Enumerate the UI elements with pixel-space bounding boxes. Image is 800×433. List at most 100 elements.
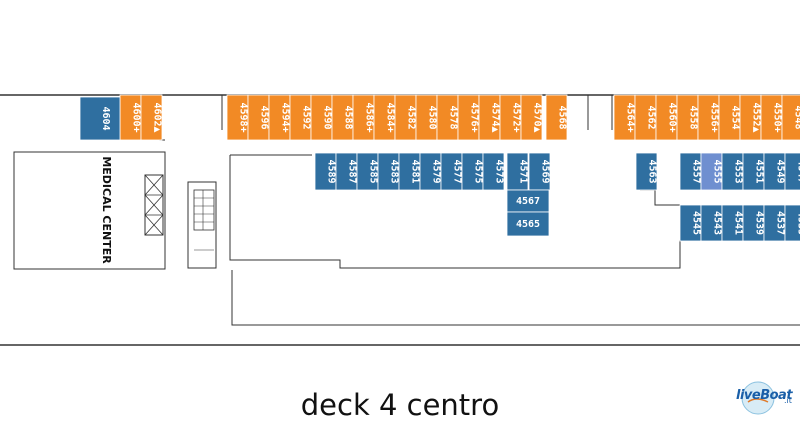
cabin-4558[interactable]: 4558 — [676, 94, 699, 141]
cabin-number: 4592 — [301, 105, 312, 129]
cabin-4586[interactable]: 4586+ — [352, 94, 375, 141]
cabin-4547[interactable]: 4547 — [784, 152, 800, 191]
cabin-number: 4578 — [448, 105, 459, 129]
cabin-4535[interactable]: 4535 — [784, 204, 800, 242]
cabin-4567[interactable]: 4567 — [506, 189, 550, 213]
globe-icon — [741, 381, 775, 415]
cabin-4576[interactable]: 4576+ — [457, 94, 480, 141]
cabin-4565[interactable]: 4565 — [506, 211, 550, 237]
cabin-number: 4563 — [647, 159, 658, 183]
cabin-4557[interactable]: 4557 — [679, 152, 702, 191]
cabin-4581[interactable]: 4581 — [398, 152, 421, 191]
cabin-4573[interactable]: 4573 — [482, 152, 505, 191]
cabin-number: 4564+ — [625, 102, 636, 132]
cabin-number: 4585 — [368, 159, 379, 183]
cabin-4580[interactable]: 4580 — [415, 94, 438, 141]
liveboat-logo: liveBoat .it — [728, 380, 798, 416]
cabin-number: 4580 — [427, 105, 438, 129]
cabin-4554[interactable]: 4554 — [718, 94, 741, 141]
cabin-number: 4555 — [712, 159, 723, 183]
cabin-4564[interactable]: 4564+ — [613, 94, 636, 141]
cabin-4537[interactable]: 4537 — [763, 204, 786, 242]
cabin-4592[interactable]: 4592 — [289, 94, 312, 141]
cabin-4585[interactable]: 4585 — [356, 152, 379, 191]
cabin-number: 4543 — [712, 211, 723, 235]
cabin-number: 4553 — [733, 159, 744, 183]
cabin-number: 4568 — [557, 105, 568, 129]
cabin-4600[interactable]: 4600+ — [119, 94, 142, 141]
cabin-number: 4557 — [691, 159, 702, 183]
cabin-4589[interactable]: 4589 — [314, 152, 337, 191]
cabin-box — [506, 211, 550, 237]
cabin-number: 4545 — [691, 211, 702, 235]
cabin-4541[interactable]: 4541 — [721, 204, 744, 242]
cabin-number: 4594+ — [280, 102, 291, 132]
cabin-4550[interactable]: 4550+ — [760, 94, 783, 141]
cabin-4562[interactable]: 4562 — [634, 94, 657, 141]
cabin-4574[interactable]: 4574▲ — [478, 94, 501, 141]
cabin-4588[interactable]: 4588 — [331, 94, 354, 141]
cabin-4551[interactable]: 4551 — [742, 152, 765, 191]
cabin-4543[interactable]: 4543 — [700, 204, 723, 242]
cabin-number: 4547 — [796, 159, 800, 183]
cabin-4569[interactable]: 4569 — [528, 152, 551, 191]
corridor-wall — [229, 155, 681, 269]
cabin-number: 4551 — [754, 159, 765, 183]
cabin-4539[interactable]: 4539 — [742, 204, 765, 242]
cabin-number: 4574▲ — [490, 102, 501, 132]
cabin-4584[interactable]: 4584+ — [373, 94, 396, 141]
cabin-4570[interactable]: 4570▲ — [520, 94, 543, 141]
cabin-4582[interactable]: 4582 — [394, 94, 417, 141]
cabin-4594[interactable]: 4594+ — [268, 94, 291, 141]
cabin-number: 4575 — [473, 159, 484, 183]
cabin-number: 4589 — [326, 159, 337, 183]
cabin-number: 4576+ — [469, 102, 480, 132]
cabin-4590[interactable]: 4590 — [310, 94, 333, 141]
cabin-4575[interactable]: 4575 — [461, 152, 484, 191]
cabin-4560[interactable]: 4560+ — [655, 94, 678, 141]
cabin-4555[interactable]: 4555 — [700, 152, 723, 191]
cabin-4556[interactable]: 4556+ — [697, 94, 720, 141]
cabin-4568[interactable]: 4568 — [545, 94, 568, 141]
watermark-text: liveBoat — [736, 388, 793, 403]
cabin-4572[interactable]: 4572+ — [499, 94, 522, 141]
cabin-number: 4554 — [730, 105, 741, 129]
cabin-box — [635, 152, 658, 191]
cabin-number: 4549 — [775, 159, 786, 183]
cabin-box — [482, 152, 505, 191]
corridor-wall — [231, 270, 800, 326]
cabin-4548[interactable]: 4548 — [781, 94, 800, 141]
cabin-number: 4569 — [540, 159, 551, 183]
cabin-4545[interactable]: 4545 — [679, 204, 702, 242]
cabin-number: 4573 — [494, 159, 505, 183]
cabin-number: 4604 — [100, 106, 111, 130]
watermark-suffix: .it — [784, 396, 792, 405]
cabin-4577[interactable]: 4577 — [440, 152, 463, 191]
cabin-4587[interactable]: 4587 — [335, 152, 358, 191]
cabin-4604[interactable]: 4604 — [79, 96, 121, 141]
corridor-wall — [640, 189, 680, 206]
cabin-4583[interactable]: 4583 — [377, 152, 400, 191]
cabin-number: 4583 — [389, 159, 400, 183]
cabin-4579[interactable]: 4579 — [419, 152, 442, 191]
cabin-number: 4596 — [259, 105, 270, 129]
cabin-number: 4562 — [646, 105, 657, 129]
cabin-4578[interactable]: 4578 — [436, 94, 459, 141]
cabin-4596[interactable]: 4596 — [247, 94, 270, 141]
cabin-number: 4567 — [516, 196, 540, 207]
cabin-number: 4590 — [322, 105, 333, 129]
cabin-number: 4550+ — [772, 102, 783, 132]
cabin-4563[interactable]: 4563 — [635, 152, 658, 191]
cabin-number: 4565 — [516, 219, 540, 230]
cabin-number: 4588 — [343, 105, 354, 129]
cabin-number: 4600+ — [131, 102, 142, 132]
cabin-number: 4535 — [796, 211, 800, 235]
cabin-4553[interactable]: 4553 — [721, 152, 744, 191]
cabin-4602[interactable]: 4602▲ — [140, 94, 163, 141]
cabin-4598[interactable]: 4598+ — [226, 94, 249, 141]
cabin-4571[interactable]: 4571 — [506, 152, 529, 191]
cabin-4549[interactable]: 4549 — [763, 152, 786, 191]
cabin-4552[interactable]: 4552▲ — [739, 94, 762, 141]
cabin-number: 4602▲ — [152, 102, 163, 132]
